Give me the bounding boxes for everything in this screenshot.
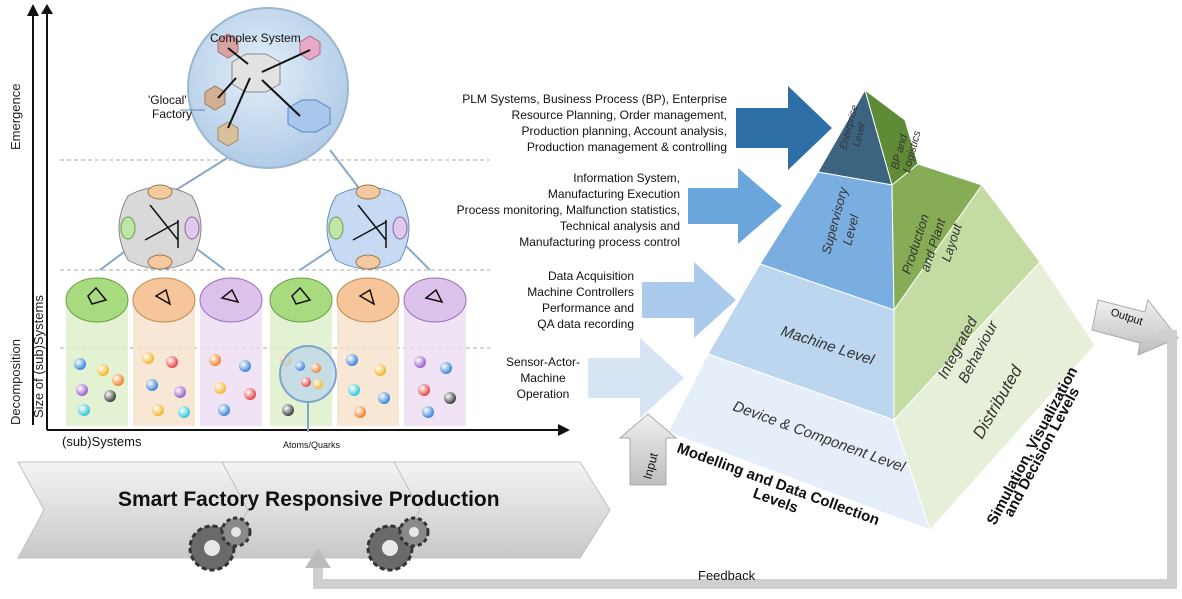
svg-text:QA data recording: QA data recording <box>537 317 634 331</box>
arrow-enterprise <box>736 86 832 170</box>
node-blue <box>287 99 331 133</box>
svg-text:Operation: Operation <box>517 387 570 401</box>
node-tan <box>217 121 239 147</box>
input-label: Input <box>640 451 661 481</box>
svg-text:Sensor-Actor-: Sensor-Actor- <box>506 355 580 369</box>
atom-magnifier <box>279 345 337 432</box>
complex-system-circle <box>187 7 349 169</box>
size-of-subsystems-label: Size of (sub)Systems <box>31 295 46 418</box>
svg-text:Performance and: Performance and <box>542 301 634 315</box>
svg-text:Information System,: Information System, <box>573 171 680 185</box>
network-links <box>217 47 311 129</box>
emergence-label: Emergence <box>8 84 23 150</box>
description-enterprise: PLM Systems, Business Process (BP), Ente… <box>462 92 727 154</box>
svg-text:Technical analysis and: Technical analysis and <box>560 219 680 233</box>
system-columns <box>65 277 467 426</box>
svg-text:Machine: Machine <box>520 371 566 385</box>
level-distributed <box>893 261 1096 531</box>
description-supervisory: Information System, Manufacturing Execut… <box>457 171 680 249</box>
svg-text:Manufacturing process control: Manufacturing process control <box>519 235 680 249</box>
subsystems-axis-label: (sub)Systems <box>62 434 142 449</box>
svg-text:Resource Planning, Order manag: Resource Planning, Order management, <box>512 108 727 122</box>
pyramid <box>667 88 1096 531</box>
description-machine: Data Acquisition Machine Controllers Per… <box>527 269 634 331</box>
emergence-axis <box>27 4 570 436</box>
decomposition-label: Decomposition <box>8 339 23 425</box>
hub-blue <box>326 184 410 270</box>
svg-text:Production management & contro: Production management & controlling <box>527 140 727 154</box>
description-device: Sensor-Actor- Machine Operation <box>506 355 580 401</box>
feedback-label: Feedback <box>698 568 756 583</box>
gear-icon <box>366 516 430 572</box>
node-center <box>231 53 281 93</box>
feedback-loop <box>305 330 1177 589</box>
glocal-label-2: Factory <box>152 107 192 121</box>
svg-text:Production planning, Account a: Production planning, Account analysis, <box>522 124 727 138</box>
svg-text:Data Acquisition: Data Acquisition <box>548 269 634 283</box>
svg-text:Manufacturing Execution: Manufacturing Execution <box>548 187 680 201</box>
atoms-quarks-label: Atoms/Quarks <box>283 440 341 450</box>
gear-icon <box>188 516 252 572</box>
arrow-machine <box>642 262 736 338</box>
pyramid-supervisory-label: Supervisory Level <box>818 184 862 256</box>
complex-system-label: Complex System <box>210 31 301 45</box>
arrow-device <box>588 338 684 418</box>
svg-text:Process monitoring, Malfunctio: Process monitoring, Malfunction statisti… <box>457 203 680 217</box>
svg-text:PLM Systems, Business Process: PLM Systems, Business Process (BP), Ente… <box>462 92 727 106</box>
glocal-label-1: 'Glocal' <box>148 93 187 107</box>
node-brown <box>204 85 226 111</box>
particle-balls <box>74 352 456 418</box>
banner-title: Smart Factory Responsive Production <box>118 488 500 511</box>
arrow-supervisory <box>688 168 782 244</box>
hub-grey <box>118 184 202 270</box>
svg-text:Machine Controllers: Machine Controllers <box>527 285 634 299</box>
input-arrow <box>618 413 678 486</box>
output-arrow <box>1091 298 1179 356</box>
